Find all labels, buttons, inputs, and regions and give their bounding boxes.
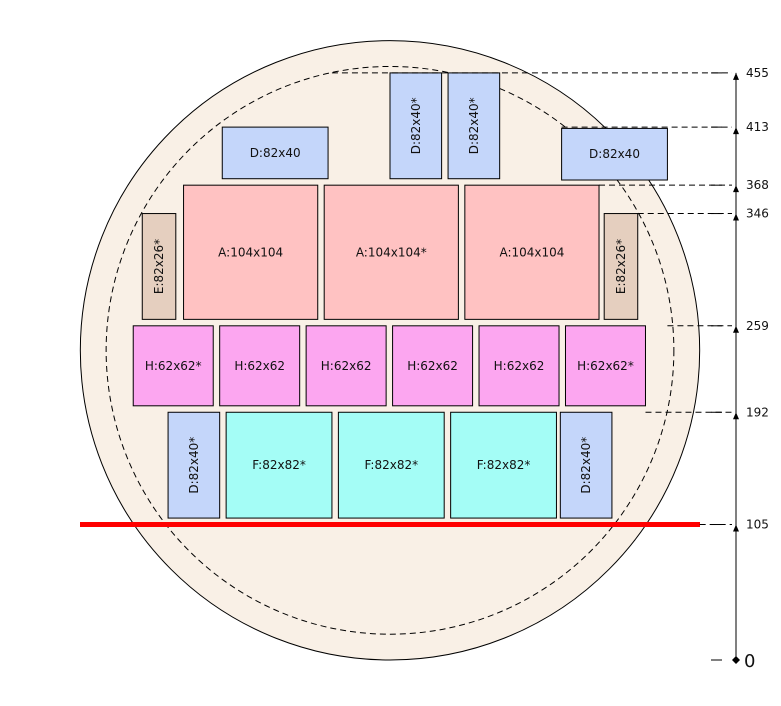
tick-arrowhead (733, 213, 739, 221)
block-rect (337, 411, 445, 519)
block-rect (225, 411, 333, 519)
block-rect (323, 184, 459, 320)
block-d-bot-right: D:82x40* (559, 411, 613, 519)
axis-zero-label: 0 (744, 651, 755, 672)
block-rect (603, 213, 639, 320)
block-rect (183, 184, 319, 320)
block-rect (478, 325, 560, 407)
block-h-4: H:62x62 (392, 325, 474, 407)
tick-label: 346 (746, 207, 769, 221)
block-label: D:82x40* (409, 97, 423, 154)
tick-label: 413 (746, 120, 769, 134)
tick-arrowhead (733, 185, 739, 193)
block-label: E:82x26* (614, 239, 628, 294)
tick-arrowhead (733, 524, 739, 532)
tick-arrowhead (733, 325, 739, 333)
block-rect (450, 411, 557, 519)
block-f-2: F:82x82* (337, 411, 445, 519)
block-label: E:82x26* (152, 239, 166, 294)
block-d-top-2: D:82x40* (447, 72, 501, 180)
block-rect (141, 213, 177, 320)
block-e-left: E:82x26* (141, 213, 177, 320)
block-label: F:82x82* (477, 458, 531, 472)
block-d-right: D:82x40 (561, 127, 668, 181)
block-rect (305, 325, 387, 407)
tick-arrowhead (733, 72, 739, 80)
block-h-5: H:62x62 (478, 325, 560, 407)
block-h-3: H:62x62 (305, 325, 387, 407)
tick-label: 455 (746, 66, 769, 80)
block-label: D:82x40* (187, 437, 201, 494)
block-label: H:62x62 (234, 359, 285, 373)
block-label: A:104x104 (218, 245, 283, 259)
block-rect (132, 325, 214, 407)
wafer-inner-dashed-circle (105, 65, 675, 635)
height-axis: 0 455 413 368 346 259 192 105 (711, 66, 769, 672)
block-d-bot-left: D:82x40* (167, 411, 221, 519)
tick-label: 368 (746, 178, 769, 192)
block-a-3: A:104x104 (464, 184, 600, 320)
block-d-top-1: D:82x40* (389, 72, 443, 180)
block-f-1: F:82x82* (225, 411, 333, 519)
block-label: D:82x40 (589, 147, 640, 161)
block-label: H:62x62 (494, 359, 545, 373)
block-a-1: A:104x104 (183, 184, 319, 320)
block-rect (564, 325, 646, 407)
block-h-6: H:62x62* (564, 325, 646, 407)
block-rect (559, 411, 613, 519)
tick-label: 259 (746, 319, 769, 333)
block-label: D:82x40* (467, 97, 481, 154)
block-rect (464, 184, 600, 320)
block-f-3: F:82x82* (450, 411, 557, 519)
block-label: H:62x62* (577, 359, 634, 373)
block-e-right: E:82x26* (603, 213, 639, 320)
block-a-2: A:104x104* (323, 184, 459, 320)
block-label: D:82x40* (579, 437, 593, 494)
block-label: H:62x62 (407, 359, 458, 373)
block-h-2: H:62x62 (219, 325, 301, 407)
block-label: F:82x82* (252, 458, 306, 472)
tick-arrowhead (733, 127, 739, 135)
block-rect (221, 126, 329, 180)
block-rect (561, 127, 668, 181)
block-h-1: H:62x62* (132, 325, 214, 407)
block-label: F:82x82* (364, 458, 418, 472)
tick-label: 105 (746, 518, 769, 532)
axis-origin-marker (732, 656, 740, 664)
tick-arrowhead (733, 412, 739, 420)
block-d-left: D:82x40 (221, 126, 329, 180)
tick-label: 192 (746, 405, 769, 419)
block-label: A:104x104* (356, 245, 427, 259)
block-rect (219, 325, 301, 407)
block-rect (392, 325, 474, 407)
block-label: H:62x62 (321, 359, 372, 373)
block-rect (389, 72, 443, 180)
block-rect (167, 411, 221, 519)
block-label: A:104x104 (499, 245, 564, 259)
block-label: H:62x62* (145, 359, 202, 373)
block-label: D:82x40 (250, 146, 301, 160)
